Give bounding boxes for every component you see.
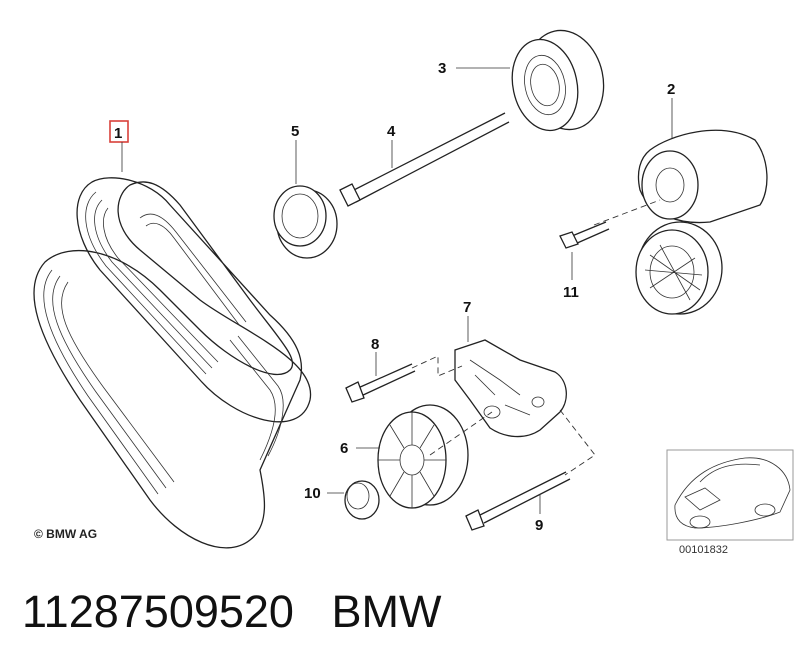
callout-9: 9 — [535, 517, 543, 534]
pulley-cap-10 — [344, 480, 380, 520]
drive-belt — [33, 177, 312, 549]
reference-code: 00101832 — [679, 544, 728, 556]
brand-name: BMW — [331, 586, 442, 637]
callout-2: 2 — [667, 81, 675, 98]
callout-11: 11 — [563, 284, 579, 301]
grooved-pulley — [377, 404, 469, 509]
callout-8: 8 — [371, 336, 379, 353]
copyright-text: © BMW AG — [34, 527, 97, 541]
bolt-8 — [345, 363, 416, 403]
callout-6: 6 — [340, 440, 348, 457]
small-bolt-11 — [559, 221, 610, 249]
callout-4: 4 — [387, 123, 396, 140]
idler-pulley-top — [511, 29, 605, 132]
pulley-bracket — [454, 339, 567, 438]
callout-7: 7 — [463, 299, 471, 316]
part-number-line: 11287509520 BMW — [22, 586, 441, 638]
callout-3: 3 — [438, 60, 446, 77]
pulley-cap — [273, 185, 338, 259]
vehicle-reference-thumbnail — [666, 449, 794, 541]
callout-1: 1 — [114, 125, 122, 142]
callout-10: 10 — [304, 485, 321, 502]
belt-tensioner — [635, 129, 768, 315]
callout-1-highlight — [109, 120, 129, 143]
bolt-9 — [465, 471, 571, 531]
callout-5: 5 — [291, 123, 299, 140]
part-number: 11287509520 — [22, 586, 294, 637]
long-bolt — [339, 112, 510, 207]
